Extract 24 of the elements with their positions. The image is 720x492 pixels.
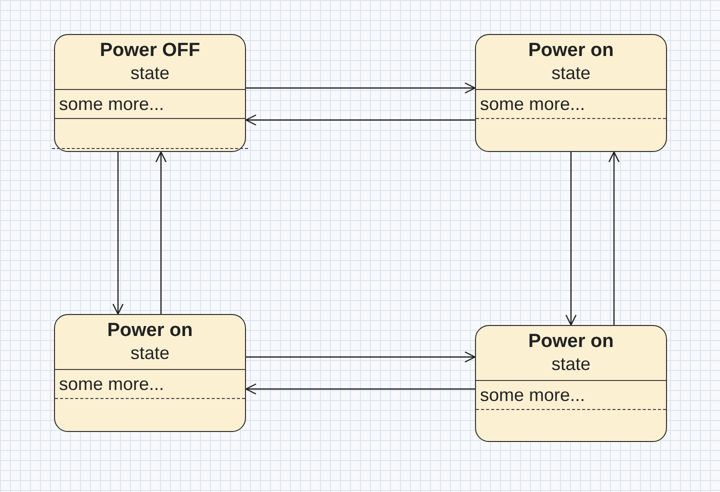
arrow [112,152,124,315]
arrow [246,351,476,363]
state-name: Power on [528,331,614,353]
state-name: Power on [107,320,193,342]
state-label: state [130,342,170,364]
arrow [565,152,577,326]
state-name: Power on [528,40,614,62]
state-name: Power OFF [100,40,200,62]
state-detail: some more... [58,373,166,396]
state-box [54,314,246,432]
state-box [475,325,667,442]
state-detail: some more... [479,93,586,116]
arrow [245,383,475,395]
arrow [608,151,620,325]
state-detail: some more... [58,93,166,116]
state-label: state [551,353,591,375]
state-label: state [130,62,170,84]
arrow [246,82,476,94]
arrow [155,151,167,314]
state-label: state [551,62,591,84]
state-box [475,34,667,152]
state-detail: some more... [479,384,586,407]
arrow [245,114,475,126]
state-box [54,34,246,152]
